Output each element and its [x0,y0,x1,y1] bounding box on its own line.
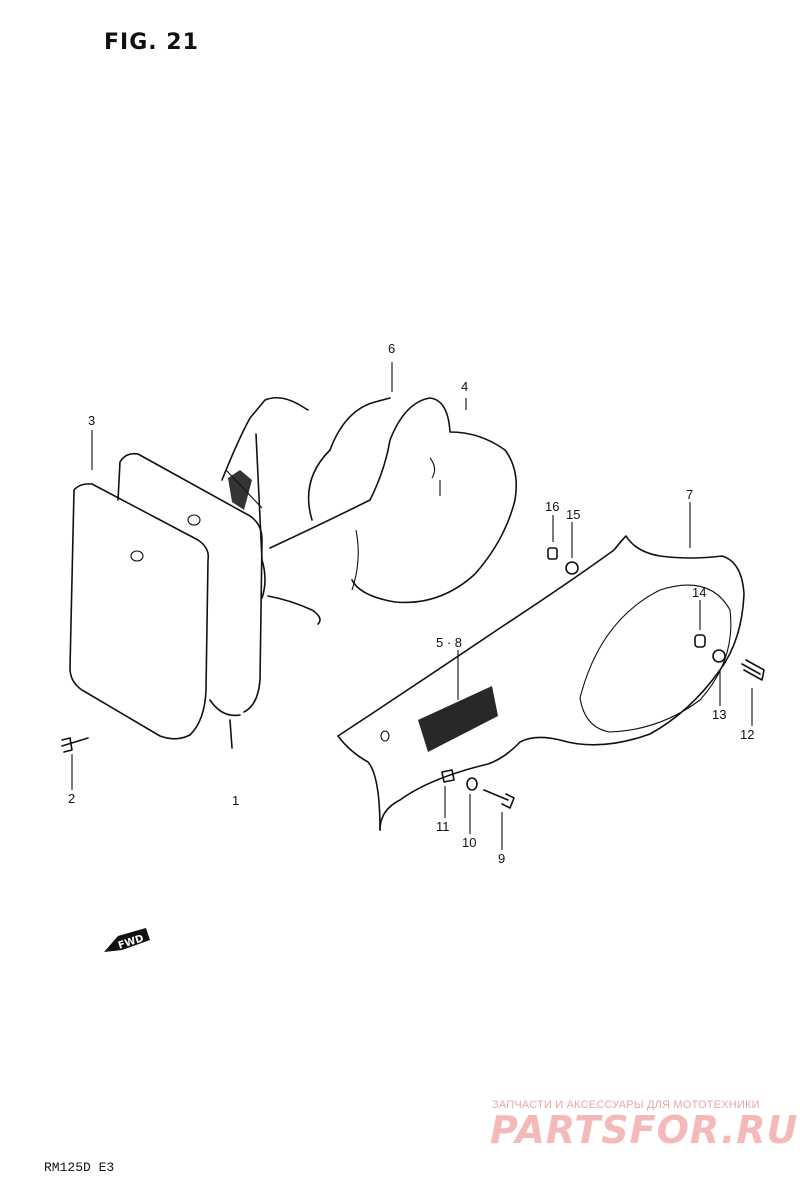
callout-14: 14 [692,585,707,600]
callout-2: 2 [68,791,76,806]
leader-lines [71,362,753,850]
frame-cover-part [221,396,321,749]
callout-9: 9 [498,851,506,866]
bolt-9 [483,789,515,809]
watermark-tagline: ЗАПЧАСТИ И АКСЕССУАРЫ ДЛЯ МОТОТЕХНИКИ [492,1099,760,1111]
callout-11: 11 [436,819,450,834]
callout-15: 15 [566,507,581,522]
callout-3: 3 [88,413,96,428]
number-plate-part [69,452,263,740]
side-cover-lower-part [337,535,745,831]
bolt-2 [61,737,89,753]
fwd-arrow-icon [104,928,150,952]
callout-6: 6 [388,341,396,356]
washer-15 [565,561,579,575]
callout-1: 1 [232,793,240,808]
washer-10 [466,777,478,791]
callout-10: 10 [462,835,477,850]
grommet-11 [441,769,455,783]
callout-4: 4 [461,379,469,394]
bolt-12 [741,659,765,681]
side-cover-upper-part [269,397,518,604]
figure-title: FIG. 21 [104,30,199,55]
callout-12: 12 [740,727,755,742]
callout-7: 7 [686,487,694,502]
callout-16: 16 [545,499,560,514]
grommet-14 [694,634,706,648]
callout-13: 13 [712,707,727,722]
washer-13 [712,649,726,663]
grommet-16 [547,547,558,560]
callout-5-8: 5 · 8 [436,635,463,650]
watermark-logo: PARTSFOR.RU [490,1108,799,1152]
model-code: RM125D E3 [44,1160,115,1175]
hardware-parts [61,547,765,809]
